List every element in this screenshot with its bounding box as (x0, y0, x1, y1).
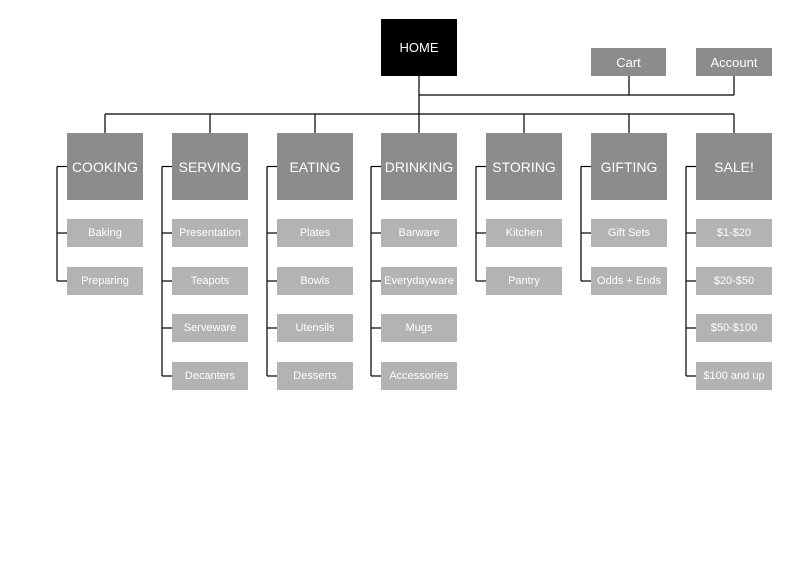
subcategory-item[interactable]: Bowls (277, 267, 353, 295)
subcategory-item[interactable]: Kitchen (486, 219, 562, 247)
subcategory-item[interactable]: $100 and up (696, 362, 772, 390)
category-drinking[interactable]: DRINKING (381, 133, 457, 200)
category-cooking[interactable]: COOKING (67, 133, 143, 200)
subcategory-item[interactable]: Teapots (172, 267, 248, 295)
subcategory-item[interactable]: Baking (67, 219, 143, 247)
category-serving[interactable]: SERVING (172, 133, 248, 200)
home-node[interactable]: HOME (381, 19, 457, 76)
cart-node[interactable]: Cart (591, 48, 666, 76)
subcategory-item[interactable]: Accessories (381, 362, 457, 390)
subcategory-item[interactable]: $20-$50 (696, 267, 772, 295)
subcategory-item[interactable]: Everydayware (381, 267, 457, 295)
subcategory-item[interactable]: Preparing (67, 267, 143, 295)
account-node[interactable]: Account (696, 48, 772, 76)
subcategory-item[interactable]: Plates (277, 219, 353, 247)
subcategory-item[interactable]: Utensils (277, 314, 353, 342)
subcategory-item[interactable]: Odds + Ends (591, 267, 667, 295)
subcategory-item[interactable]: Desserts (277, 362, 353, 390)
category-eating[interactable]: EATING (277, 133, 353, 200)
category-sale[interactable]: SALE! (696, 133, 772, 200)
subcategory-item[interactable]: Barware (381, 219, 457, 247)
subcategory-item[interactable]: Mugs (381, 314, 457, 342)
subcategory-item[interactable]: Gift Sets (591, 219, 667, 247)
subcategory-item[interactable]: Serveware (172, 314, 248, 342)
category-gifting[interactable]: GIFTING (591, 133, 667, 200)
subcategory-item[interactable]: Decanters (172, 362, 248, 390)
subcategory-item[interactable]: $50-$100 (696, 314, 772, 342)
subcategory-item[interactable]: Pantry (486, 267, 562, 295)
subcategory-item[interactable]: Presentation (172, 219, 248, 247)
subcategory-item[interactable]: $1-$20 (696, 219, 772, 247)
category-storing[interactable]: STORING (486, 133, 562, 200)
